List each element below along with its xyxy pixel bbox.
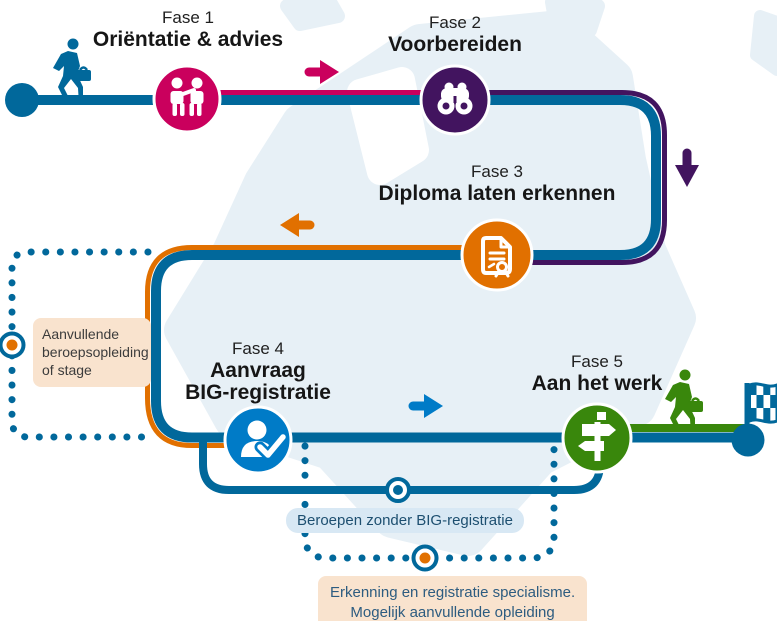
map-blob-right bbox=[750, 10, 777, 76]
aanvullende-opleiding-marker bbox=[0, 331, 26, 359]
handshake-people-icon bbox=[170, 77, 204, 116]
route-segment-orange bbox=[145, 245, 497, 448]
fase2-circle bbox=[419, 64, 491, 136]
note-beroepen-zonder-big: Beroepen zonder BIG-registratie bbox=[286, 508, 524, 533]
note-erkenning-specialisme: Erkenning en registratie specialisme. Mo… bbox=[318, 576, 588, 621]
route-segment-purple bbox=[455, 90, 667, 265]
erkenning-specialisme-marker bbox=[411, 544, 439, 572]
fase4-label: Fase 4 bbox=[232, 339, 284, 358]
fase4-circle bbox=[223, 405, 293, 475]
fase3-title: Diploma laten erkennen bbox=[378, 182, 616, 205]
walking-person-start-icon bbox=[53, 38, 91, 96]
fase2-title: Voorbereiden bbox=[388, 33, 522, 56]
arrow-right-blue-icon bbox=[408, 394, 443, 418]
map-blob-top bbox=[545, 0, 605, 37]
arrow-left-orange-icon bbox=[280, 213, 315, 237]
arrow-down-purple-icon bbox=[675, 148, 699, 187]
fase5-label: Fase 5 bbox=[571, 352, 623, 371]
fase3-label: Fase 3 bbox=[471, 162, 523, 181]
fase5-circle bbox=[561, 402, 633, 474]
arrow-right-pink-icon bbox=[304, 60, 339, 84]
fase1-title: Oriëntatie & advies bbox=[92, 28, 284, 51]
fase1-circle bbox=[152, 64, 222, 134]
fase1-label: Fase 1 bbox=[162, 8, 214, 27]
person-check-icon bbox=[241, 420, 289, 461]
signpost-icon bbox=[578, 412, 616, 461]
certificate-document-icon bbox=[481, 236, 512, 278]
fase2-label: Fase 2 bbox=[429, 13, 481, 32]
fase5-title: Aan het werk bbox=[531, 372, 663, 395]
note-aanvullende-opleiding: Aanvullende beroepsopleiding of stage bbox=[33, 318, 151, 387]
route-main-line bbox=[22, 95, 748, 443]
route-start-dot bbox=[5, 83, 39, 117]
fase4-title: Aanvraag BIG-registratie bbox=[185, 359, 331, 404]
fase3-circle bbox=[460, 218, 534, 292]
walking-person-finish-icon bbox=[665, 369, 703, 427]
binoculars-icon bbox=[437, 82, 473, 115]
map-blob-topleft bbox=[280, 0, 345, 31]
map-blob-main bbox=[164, 10, 696, 556]
dotted-loop-specialisme bbox=[301, 442, 558, 562]
checkered-flag-icon bbox=[744, 382, 777, 440]
beroepen-zonder-big-marker bbox=[385, 477, 411, 503]
